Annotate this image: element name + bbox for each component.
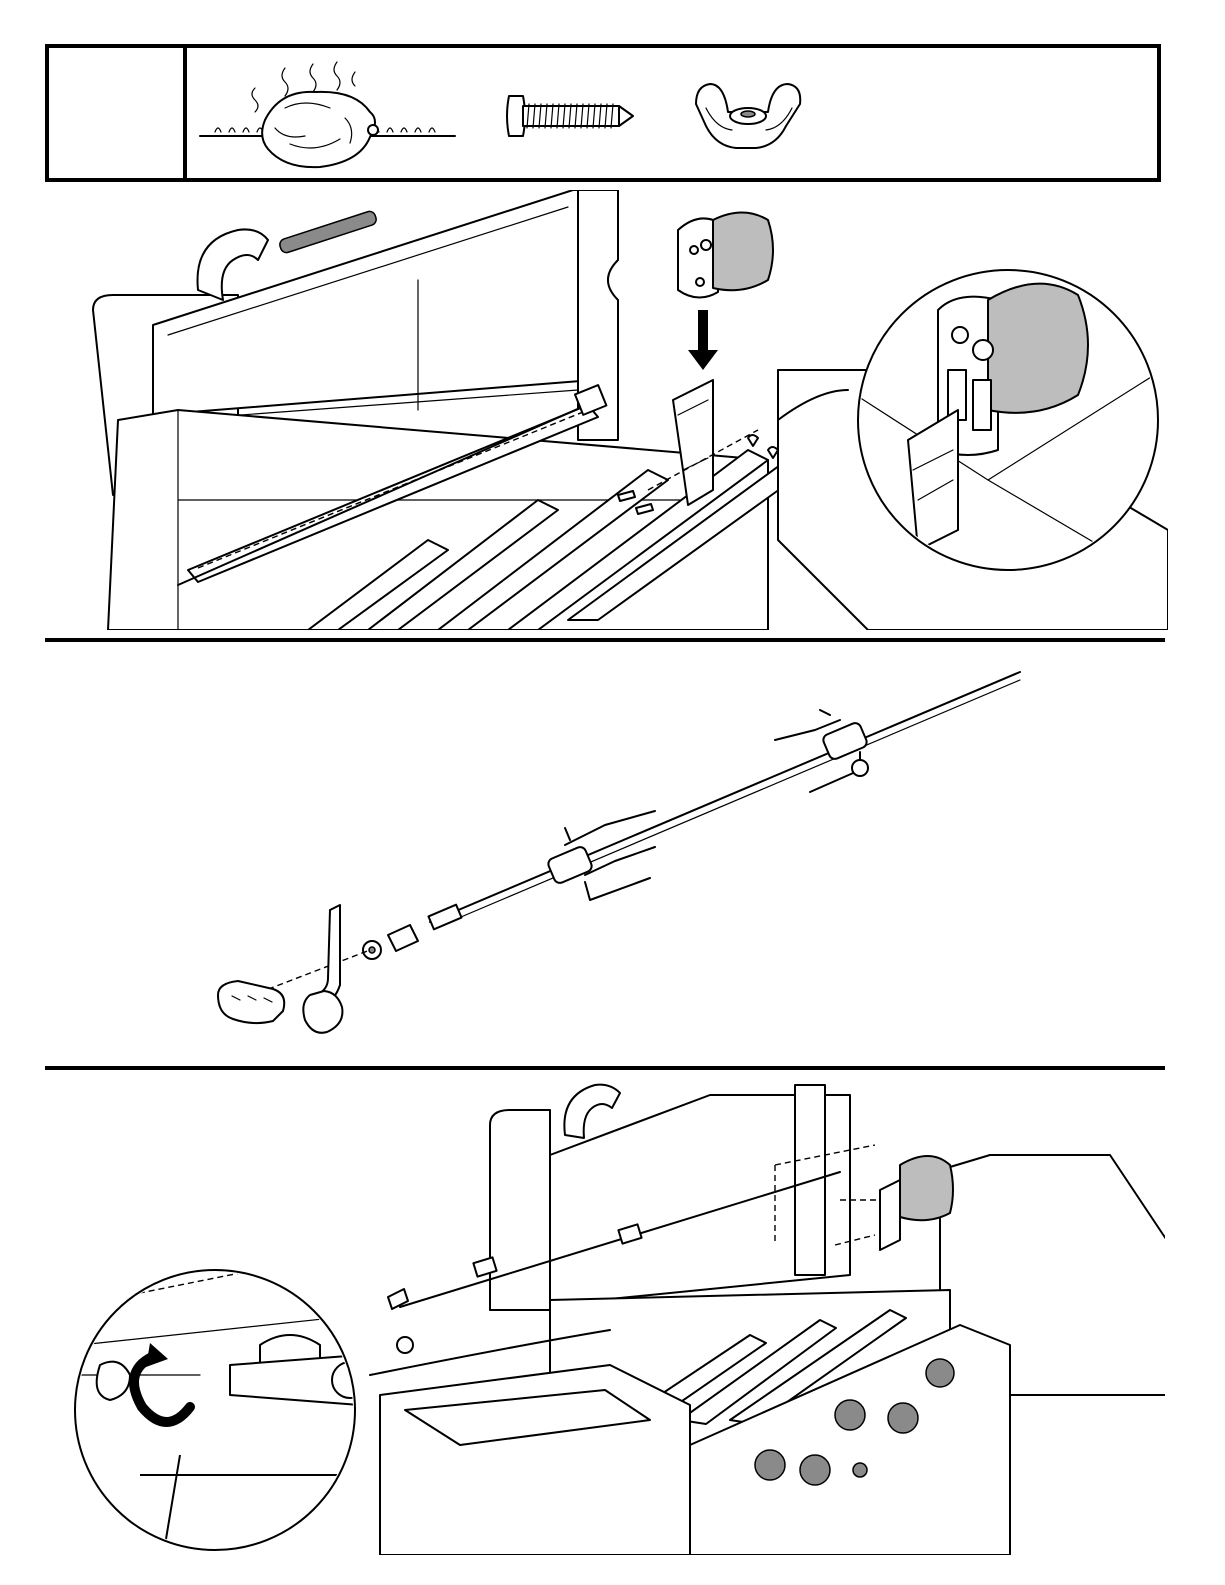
wing-nut-icon [692,80,807,150]
rotisserie-motor [900,1156,953,1220]
spit-fork-left [547,811,655,900]
spit-installed-in-grill-panel [60,1075,1165,1555]
spit-rod-exploded-view-panel [210,660,1050,1060]
section-divider [45,638,1165,642]
lid-side-edge [795,1085,825,1275]
screw-icon [505,88,635,144]
rotisserie-motor [713,213,773,291]
counterweight-arm [320,905,340,1003]
spit-collar [388,925,418,951]
left-side-table [380,1365,690,1555]
step-number-cell [49,48,183,178]
spit-handle [218,981,284,1023]
parts-box-divider [183,44,187,182]
spit-knob-rotation-zoom [75,1270,355,1550]
counterweight [303,991,342,1033]
down-arrow-icon [688,310,718,370]
spit-rod-threads [428,905,461,930]
motor-bracket-installation-panel [88,190,1168,630]
lid-thermometer [278,210,377,254]
grill-lid-left [490,1110,550,1310]
counterweight [397,1337,413,1353]
rotisserie-chicken-icon [195,58,460,170]
spit-fork-right [775,710,868,792]
motor-bracket [880,1180,900,1250]
bracket-wing-nut [748,435,758,446]
spit-rod [430,672,1020,922]
lid-handle [564,1085,620,1138]
bracket-wing-nut [768,447,778,458]
lid-handle [198,229,269,300]
section-divider [45,1066,1165,1070]
